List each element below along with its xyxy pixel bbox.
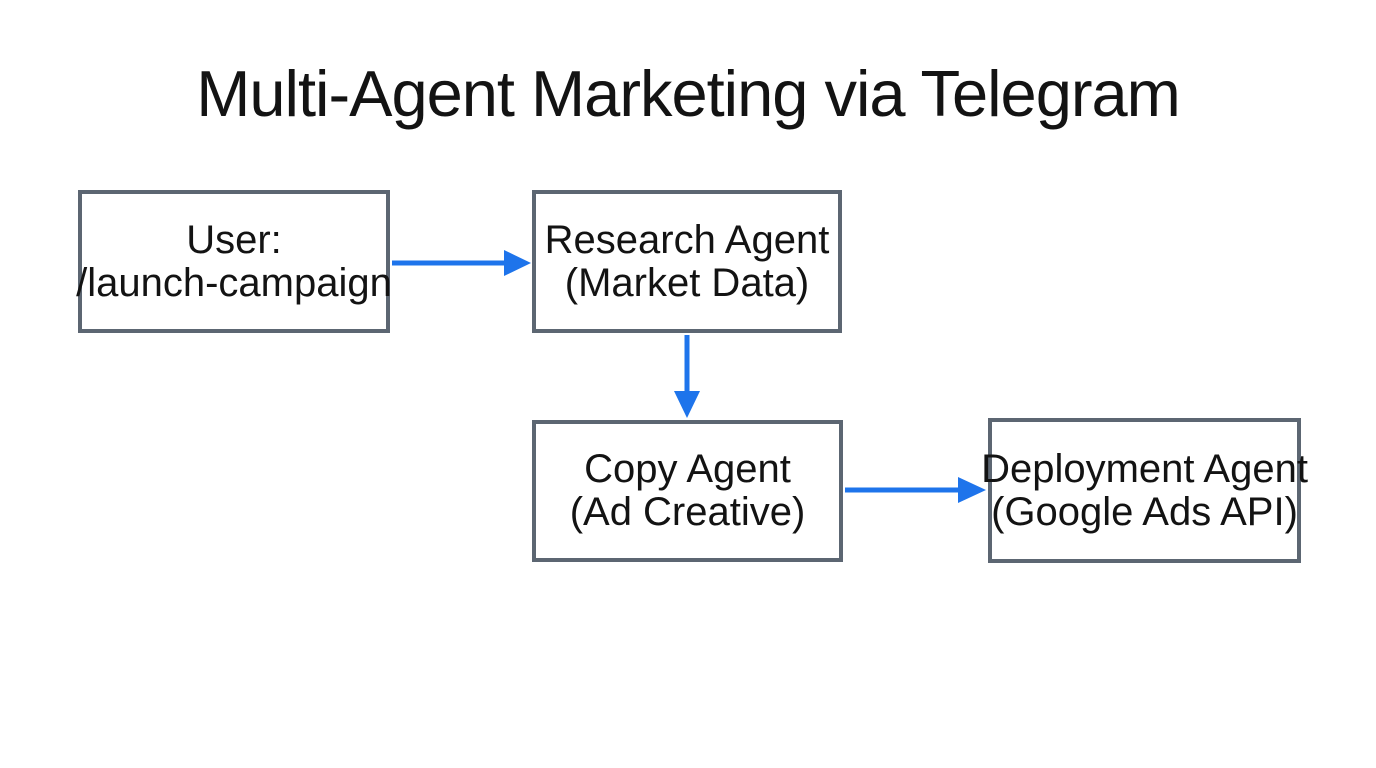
- node-research-line1: Research Agent: [544, 217, 830, 262]
- node-deployment-line2: (Google Ads API): [991, 489, 1298, 534]
- arrowhead: [504, 250, 531, 276]
- diagram-title: Multi-Agent Marketing via Telegram: [196, 57, 1181, 130]
- arrow-research-to-copy: [674, 335, 700, 418]
- node-research-line2: (Market Data): [564, 260, 810, 305]
- node-deployment-agent: Deployment Agent (Google Ads API): [981, 418, 1308, 563]
- node-copy-line1: Copy Agent: [584, 447, 791, 491]
- node-user-line2: /launch-campaign: [76, 260, 392, 305]
- node-user: User: /launch-campaign: [76, 190, 392, 333]
- arrow-user-to-research: [392, 250, 531, 276]
- node-deployment-line1: Deployment Agent: [981, 446, 1308, 491]
- arrowhead: [674, 391, 700, 418]
- node-copy-line2: (Ad Creative): [569, 490, 806, 534]
- arrow-copy-to-deployment: [845, 477, 986, 503]
- node-copy-agent: Copy Agent (Ad Creative): [532, 420, 843, 562]
- node-research-agent: Research Agent (Market Data): [532, 190, 842, 333]
- node-user-line1: User:: [186, 217, 282, 262]
